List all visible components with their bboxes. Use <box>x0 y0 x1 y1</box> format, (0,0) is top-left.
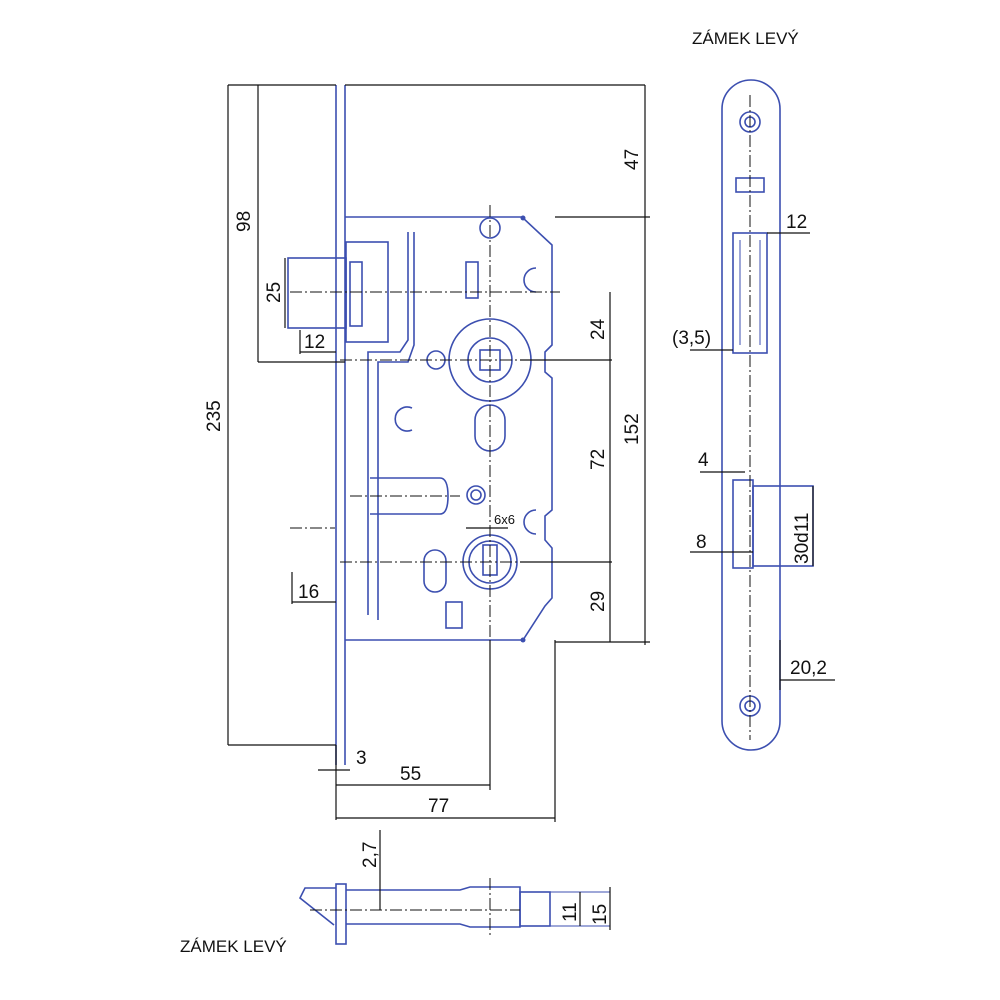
dim-235: 235 <box>204 400 225 432</box>
dim-4: 4 <box>698 450 709 471</box>
dim-8: 8 <box>696 532 707 553</box>
dim-11: 11 <box>560 902 581 922</box>
dim-2-7: 2,7 <box>360 842 381 868</box>
lock-front-view <box>287 85 560 765</box>
dim-6x6: 6x6 <box>494 512 515 527</box>
title-top-right: ZÁMEK LEVÝ <box>692 29 799 48</box>
dim-55: 55 <box>400 764 421 785</box>
dim-3-5: (3,5) <box>672 328 711 349</box>
dim-20-2: 20,2 <box>790 658 827 679</box>
dim-30d11: 30d11 <box>792 513 813 564</box>
dim-47: 47 <box>622 149 643 170</box>
dim-16: 16 <box>298 582 319 603</box>
dim-12-left: 12 <box>304 332 325 353</box>
dim-29: 29 <box>588 591 609 612</box>
dim-25: 25 <box>264 282 285 303</box>
lock-bottom-view <box>298 830 611 945</box>
dim-12-right: 12 <box>786 212 807 233</box>
title-bottom-left: ZÁMEK LEVÝ <box>180 937 287 956</box>
front-dimensions <box>227 84 650 822</box>
dim-3: 3 <box>356 748 367 769</box>
dim-72: 72 <box>588 449 609 470</box>
dim-98: 98 <box>234 211 255 232</box>
dim-77: 77 <box>428 796 449 817</box>
faceplate-side-view <box>690 79 835 751</box>
dim-15: 15 <box>590 904 611 925</box>
dim-152: 152 <box>622 413 643 445</box>
dim-24: 24 <box>588 318 609 340</box>
